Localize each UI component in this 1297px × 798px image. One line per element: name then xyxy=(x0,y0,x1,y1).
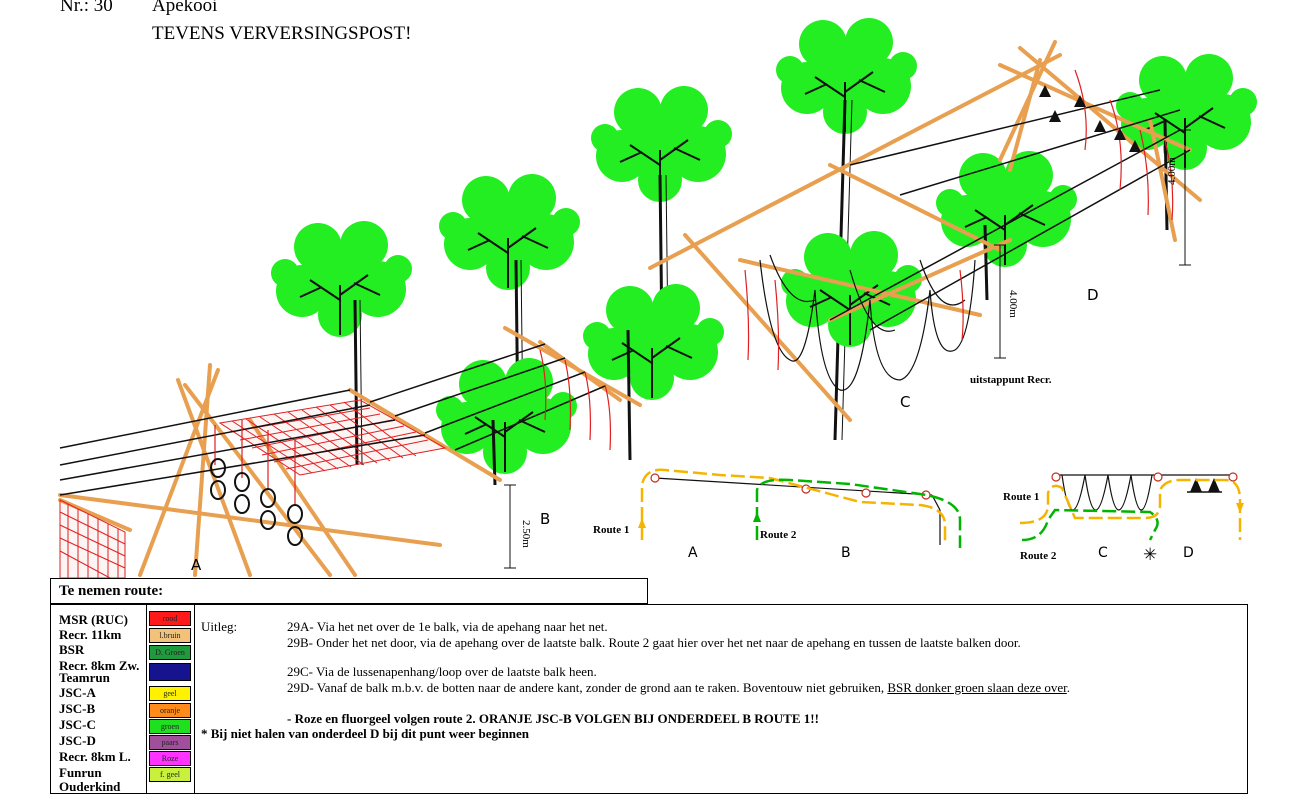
route-name: JSC-D xyxy=(59,733,96,748)
color-swatch: D. Groen xyxy=(149,645,191,660)
obstacle-diagram: 2.50m 4.00m 4.00m uitstappunt Recr. A B xyxy=(58,17,1258,578)
height-marker-d xyxy=(1179,129,1191,266)
route-name: Funrun xyxy=(59,765,102,780)
height-label-b: 2.50m xyxy=(520,520,532,548)
color-swatch: Roze xyxy=(149,751,191,766)
route-name: Ouderkind xyxy=(59,779,121,794)
tree xyxy=(435,357,578,486)
minimap-cd-label-d: D xyxy=(1183,545,1194,561)
route-name-column: MSR (RUC) Recr. 11km BSR Recr. 8km Zw. T… xyxy=(51,605,147,794)
color-swatch: oranje xyxy=(149,703,191,718)
route-color-column: rood l.bruin D. Groen geel oranje groen … xyxy=(146,605,195,793)
loops-c xyxy=(759,254,976,391)
height-marker-c xyxy=(994,244,1006,359)
route-name: BSR xyxy=(59,642,85,657)
note-restart: * Bij niet halen van onderdeel D bij dit… xyxy=(201,726,530,741)
minimap-ab-label-a: A xyxy=(688,545,698,561)
exit-point-label: uitstappunt Recr. xyxy=(970,374,1052,386)
station-subtitle: TEVENS VERVERSINGSPOST! xyxy=(152,23,412,44)
route-name: Recr. 8km Zw. xyxy=(59,658,140,673)
explanation-29d-end: . xyxy=(1066,680,1071,695)
route-name: Recr. 11km xyxy=(59,627,122,642)
color-swatch: l.bruin xyxy=(149,628,191,643)
tree xyxy=(270,220,413,466)
restart-point-star: ✳ xyxy=(1143,545,1157,564)
route-minimap-ab xyxy=(638,468,962,548)
route-name: Recr. 8km L. xyxy=(59,749,131,764)
minimap-ab-route2-label: Route 2 xyxy=(760,529,797,541)
height-label-d: 4.00m xyxy=(1166,157,1178,185)
section-label-c: C xyxy=(900,393,910,411)
explanation-29c: 29C- Via de lussenapenhang/loop over de … xyxy=(287,664,597,679)
note-route-2: - Roze en fluorgeel volgen route 2. ORAN… xyxy=(287,711,819,726)
legend-title: Te nemen route: xyxy=(50,578,648,604)
net-a xyxy=(59,399,447,578)
route-name: JSC-B xyxy=(59,701,96,716)
route-name: JSC-A xyxy=(59,685,96,700)
section-cd-structure xyxy=(648,40,1202,422)
explanation-29d-text: 29D- Vanaf de balk m.b.v. de botten naar… xyxy=(287,680,888,695)
color-swatch: f. geel xyxy=(149,767,191,782)
hanging-ropes-a xyxy=(214,349,612,505)
minimap-cd-route2-label: Route 2 xyxy=(1020,550,1057,562)
section-label-d: D xyxy=(1087,286,1099,304)
explanation-29d-underlined: BSR donker groen slaan deze over xyxy=(887,680,1067,695)
height-marker-b xyxy=(504,484,516,569)
tyres-a xyxy=(210,458,303,546)
route-name: Teamrun xyxy=(59,670,110,685)
color-swatch: geel xyxy=(149,686,191,701)
color-swatch: rood xyxy=(149,611,191,626)
section-label-a: A xyxy=(191,556,202,574)
station-number: Nr.: 30 xyxy=(60,0,113,16)
color-swatch: paars xyxy=(149,735,191,750)
route-name: MSR (RUC) xyxy=(59,612,128,627)
tree xyxy=(935,150,1078,301)
color-swatch xyxy=(149,663,191,681)
legend-panel: MSR (RUC) Recr. 11km BSR Recr. 8km Zw. T… xyxy=(50,604,1248,794)
color-swatch: groen xyxy=(149,719,191,734)
explanation-29d: 29D- Vanaf de balk m.b.v. de botten naar… xyxy=(287,680,1070,696)
tree xyxy=(582,283,725,461)
route-minimap-cd xyxy=(1019,472,1244,542)
explanation-29b: 29B- Onder het net door, via de apehang … xyxy=(287,635,1021,650)
station-title: Apekooi xyxy=(152,0,218,16)
minimap-cd-route1-label: Route 1 xyxy=(1003,491,1039,503)
height-label-c: 4.00m xyxy=(1007,290,1019,318)
section-label-b: B xyxy=(540,510,550,528)
minimap-ab-route1-label: Route 1 xyxy=(593,524,629,536)
tree xyxy=(1115,53,1258,231)
tree xyxy=(775,17,918,441)
hanging-ropes-cd xyxy=(744,69,1174,371)
route-name: JSC-C xyxy=(59,717,96,732)
explanation-label: Uitleg: xyxy=(201,619,238,634)
minimap-ab-label-b: B xyxy=(841,545,851,561)
minimap-cd-label-c: C xyxy=(1098,545,1108,561)
explanation-29a: 29A- Via het net over de 1e balk, via de… xyxy=(287,619,608,634)
